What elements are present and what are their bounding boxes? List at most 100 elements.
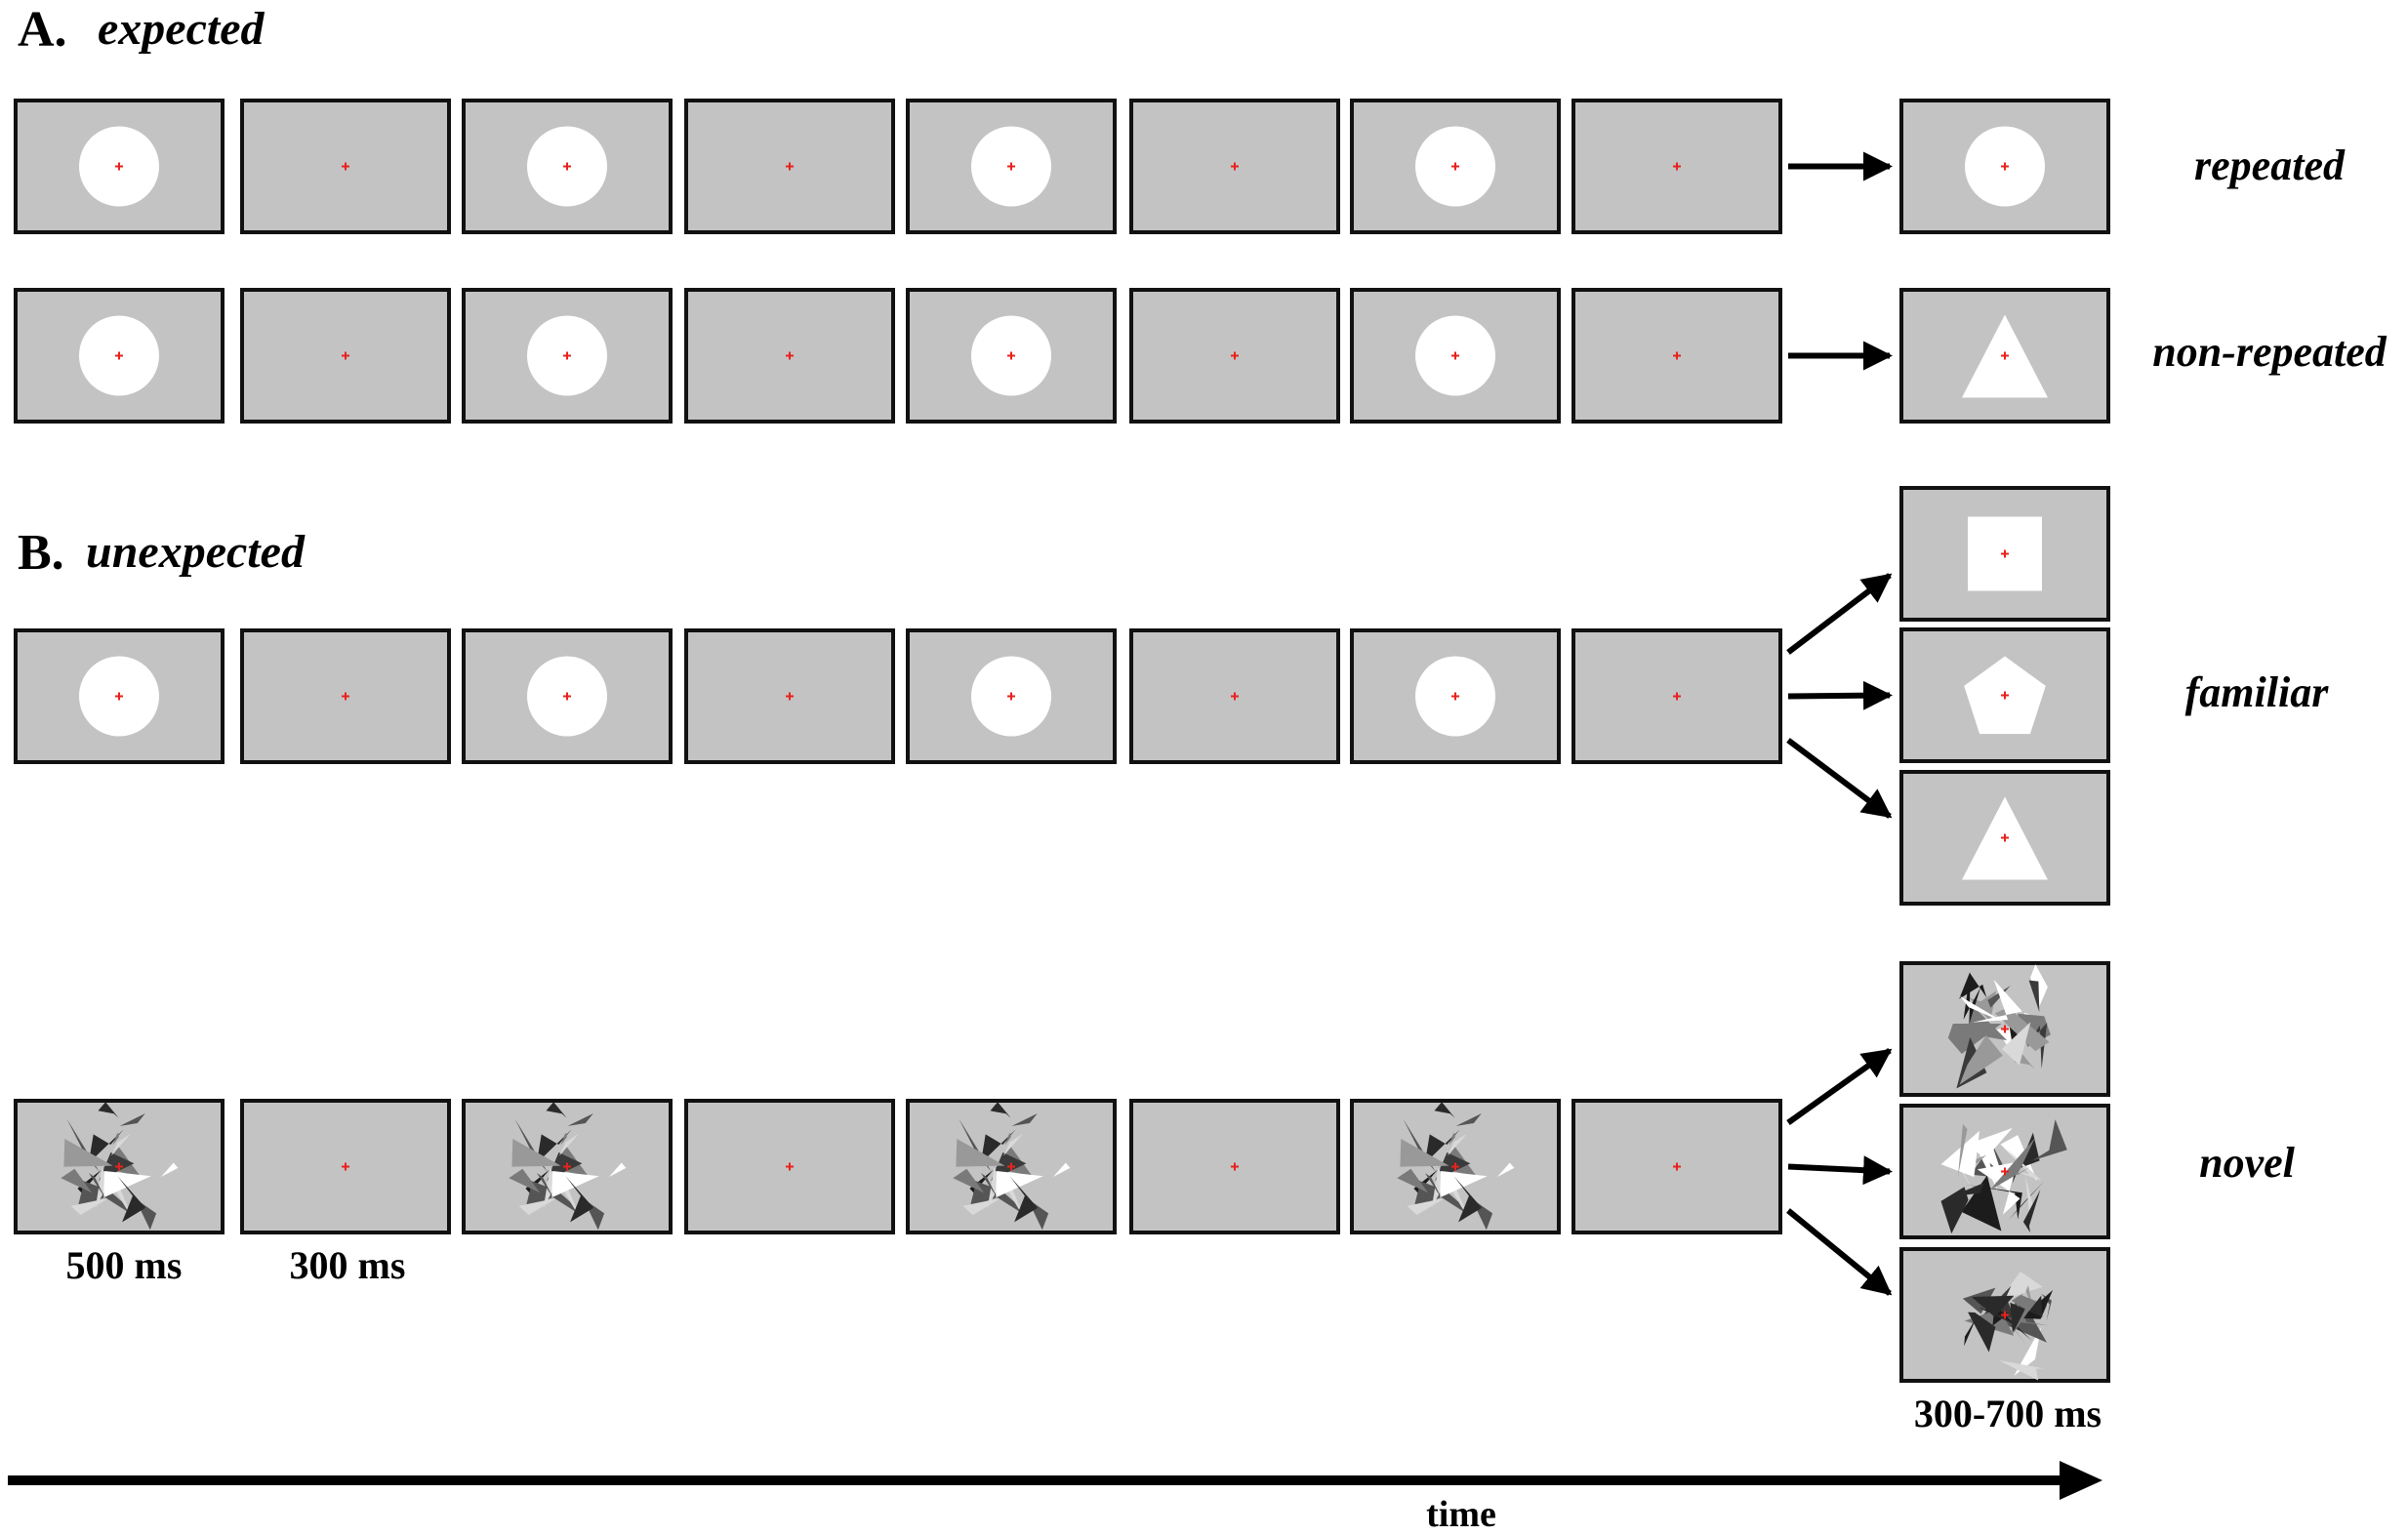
sequence-row xyxy=(14,628,1782,764)
transition-arrows xyxy=(1786,151,1893,1296)
shard xyxy=(518,1197,557,1216)
blank-screen xyxy=(684,1099,895,1234)
fixation-cross xyxy=(1673,1162,1681,1171)
shard xyxy=(990,1102,1011,1118)
shard xyxy=(953,1168,985,1193)
target-screen xyxy=(1899,961,2110,1097)
stimulus-screen xyxy=(14,1099,224,1234)
shard xyxy=(1999,1360,2044,1381)
blank-screen xyxy=(1129,628,1340,764)
shard xyxy=(521,1177,577,1213)
fixation-cross xyxy=(1231,351,1239,360)
shard xyxy=(70,1197,109,1216)
shard xyxy=(1440,1171,1488,1198)
shard xyxy=(1004,1132,1011,1146)
shard xyxy=(1964,1317,1977,1347)
condition-familiar-label: familiar xyxy=(2185,668,2330,716)
stimulus-screen xyxy=(906,288,1117,424)
abstract-shards-shape xyxy=(953,1102,1071,1231)
shard xyxy=(2001,1022,2031,1066)
sequence-row xyxy=(14,99,1782,234)
stimulus-screen xyxy=(462,1099,673,1234)
section-a-title: expected xyxy=(98,3,265,55)
abstract-shards-shape xyxy=(1962,1272,2054,1381)
condition-novel-label: novel xyxy=(2199,1139,2296,1187)
fixation-cross xyxy=(1673,351,1681,360)
fixation-cross xyxy=(342,692,349,701)
shard xyxy=(1974,1154,1987,1164)
fixation-cross xyxy=(1007,162,1015,171)
shard xyxy=(1972,979,2022,1023)
abstract-shards-shape xyxy=(61,1102,179,1231)
fixation-cross xyxy=(1451,692,1459,701)
shard xyxy=(981,1173,999,1199)
fixation-cross xyxy=(2001,549,2009,558)
stimulus-screen xyxy=(1350,99,1561,234)
blank-screen xyxy=(1129,288,1340,424)
blank-duration-label: 300 ms xyxy=(290,1243,406,1287)
transition-arrow xyxy=(1786,738,1893,819)
shard xyxy=(546,1102,567,1118)
shard xyxy=(560,1132,567,1146)
shard xyxy=(1987,986,2011,1008)
shard xyxy=(112,1132,119,1146)
shard xyxy=(1409,1177,1465,1213)
abstract-shards-shape xyxy=(1947,964,2051,1089)
shard xyxy=(88,1129,124,1164)
screen-frame xyxy=(1899,1104,2110,1239)
shard xyxy=(1959,1034,2003,1085)
fixation-cross xyxy=(115,162,123,171)
shard xyxy=(107,1133,132,1156)
stimulus-duration-label: 500 ms xyxy=(66,1243,183,1287)
shard xyxy=(1400,1139,1449,1167)
shard xyxy=(73,1177,129,1213)
transition-arrow xyxy=(1787,1155,1893,1186)
shard xyxy=(965,1177,1021,1213)
shard xyxy=(551,1171,599,1198)
shard xyxy=(1951,1182,1985,1196)
fixation-cross xyxy=(786,1162,794,1171)
fixation-cross xyxy=(1007,351,1015,360)
stimulus-screen xyxy=(906,99,1117,234)
shard xyxy=(2008,1180,2046,1221)
blank-screen xyxy=(240,628,451,764)
shard xyxy=(996,1171,1043,1198)
blank-screen xyxy=(240,1099,451,1234)
stimulus-screen xyxy=(462,288,673,424)
shard xyxy=(1407,1197,1446,1216)
shard xyxy=(962,1197,1001,1216)
fixation-cross xyxy=(563,1162,571,1171)
shard xyxy=(980,1129,1016,1164)
fixation-cross xyxy=(1231,1162,1239,1171)
shard xyxy=(61,1168,93,1193)
shard xyxy=(1989,1137,2036,1191)
screen-frame xyxy=(1129,1099,1340,1234)
fixation-cross xyxy=(2001,691,2009,700)
fixation-cross xyxy=(342,162,349,171)
shard xyxy=(1967,1127,2013,1174)
shard xyxy=(1453,1176,1483,1223)
fixation-cross xyxy=(2001,1167,2009,1176)
blank-screen xyxy=(1571,288,1782,424)
fixation-cross xyxy=(786,351,794,360)
blank-screen xyxy=(684,628,895,764)
stimulus-screen xyxy=(1350,1099,1561,1234)
fixation-cross xyxy=(342,351,349,360)
stimulus-screen xyxy=(14,99,224,234)
fixation-cross xyxy=(2001,162,2009,171)
shard xyxy=(1497,1162,1515,1177)
shard xyxy=(509,1168,541,1193)
shard xyxy=(1424,1129,1460,1164)
fixation-cross xyxy=(1451,1162,1459,1171)
fixation-cross xyxy=(1007,692,1015,701)
shard xyxy=(1000,1133,1024,1156)
shard xyxy=(98,1102,119,1118)
target-screen xyxy=(1899,1247,2110,1383)
fixation-cross xyxy=(2001,1025,2009,1033)
shard xyxy=(1434,1102,1455,1118)
time-axis: time xyxy=(8,1461,2102,1535)
stimulus-screen xyxy=(14,288,224,424)
blank-screen xyxy=(1571,1099,1782,1234)
transition-arrow xyxy=(1786,1208,1893,1296)
fixation-cross xyxy=(1231,162,1239,171)
